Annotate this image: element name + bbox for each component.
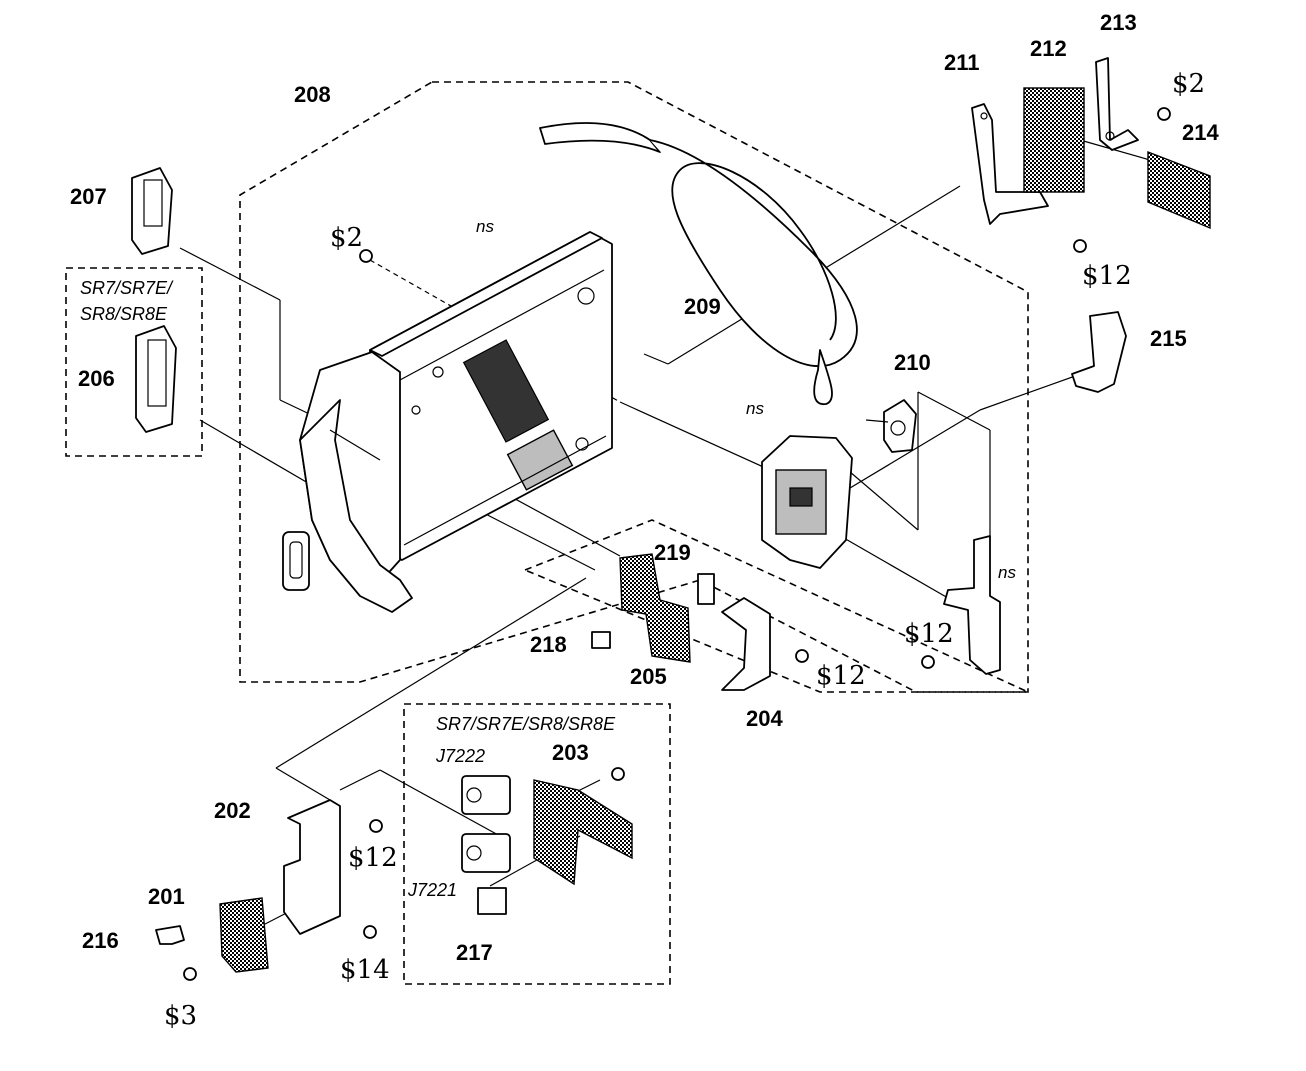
ns-label-top: ns — [476, 217, 494, 236]
side-grip-assembly — [761, 435, 853, 569]
screw-icons — [183, 107, 1171, 981]
part-217 — [477, 887, 507, 915]
screw-code-s12-bracket: $12 — [816, 661, 866, 691]
screw-code-s12-bottom: $12 — [348, 843, 398, 873]
callout-214: 214 — [1182, 120, 1219, 145]
callout-205: 205 — [630, 664, 667, 689]
variant-label-bottom: SR7/SR7E/SR8/SR8E — [436, 714, 616, 734]
mesh-panel-205 — [619, 553, 691, 663]
grip-strap-209 — [539, 122, 858, 405]
part-215 — [1071, 311, 1127, 393]
screw-code-s2-left: $2 — [330, 223, 363, 253]
bracket-211 — [971, 103, 1049, 225]
callout-210: 210 — [894, 350, 931, 375]
callout-204: 204 — [746, 706, 783, 731]
connector-label-J7221: J7221 — [407, 880, 457, 900]
part-210 — [865, 399, 917, 453]
callout-201: 201 — [148, 884, 185, 909]
part-219 — [697, 573, 715, 605]
callout-202: 202 — [214, 798, 251, 823]
part-207 — [131, 167, 173, 255]
bracket-right — [943, 535, 1001, 675]
callout-216: 216 — [82, 928, 119, 953]
screw-code-s2-right: $2 — [1172, 69, 1205, 99]
callout-212: 212 — [1030, 36, 1067, 61]
callout-217: 217 — [456, 940, 493, 965]
variant-label-line-2: SR8/SR8E — [80, 304, 168, 324]
callout-206: 206 — [78, 366, 115, 391]
assembly-204-205-boundary — [522, 519, 1029, 693]
jack-J7221 — [461, 833, 511, 873]
jack-J7222 — [461, 775, 511, 815]
callout-219: 219 — [654, 540, 691, 565]
callout-215: 215 — [1150, 326, 1187, 351]
screw-code-s3: $3 — [164, 1001, 197, 1031]
variant-label-line-1: SR7/SR7E/ — [80, 278, 174, 298]
callout-207: 207 — [70, 184, 107, 209]
screw-code-s14: $14 — [340, 955, 390, 985]
mesh-panel-214 — [1147, 150, 1211, 230]
variant-box-206 — [65, 267, 203, 457]
callout-208: 208 — [294, 82, 331, 107]
screw-code-s12-mid: $12 — [904, 619, 954, 649]
connector-label-J7222: J7222 — [435, 746, 485, 766]
chassis-208 — [282, 231, 613, 613]
callout-218: 218 — [530, 632, 567, 657]
mesh-panel-203 — [533, 779, 633, 886]
ns-label-side-grip: ns — [746, 399, 764, 418]
bracket-213 — [1095, 57, 1139, 151]
bracket-204 — [721, 597, 771, 691]
ns-label-bracket: ns — [998, 563, 1016, 582]
part-206 — [135, 325, 177, 433]
mesh-panel-201 — [219, 897, 269, 973]
assembly-208-boundary — [239, 81, 1029, 693]
part-218 — [591, 631, 611, 649]
bracket-202 — [283, 799, 341, 935]
screw-code-s12-top-right: $12 — [1082, 261, 1132, 291]
mesh-panel-212 — [1023, 87, 1085, 193]
callout-211: 211 — [944, 50, 980, 75]
part-216 — [155, 925, 185, 945]
callout-209: 209 — [684, 294, 721, 319]
callout-203: 203 — [552, 740, 589, 765]
callout-213: 213 — [1100, 10, 1137, 35]
variant-box-203 — [403, 703, 671, 985]
